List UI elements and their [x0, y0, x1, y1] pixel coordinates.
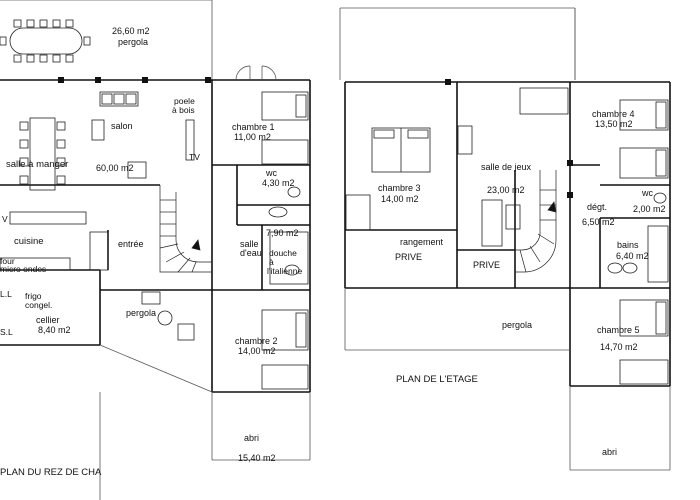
- upper-markers: [445, 79, 573, 198]
- sde-area: 7,90 m2: [266, 228, 299, 238]
- upper-walls: [344, 81, 671, 387]
- top-windows: [58, 77, 211, 83]
- ground-stair: [159, 185, 212, 273]
- top-pergola: [0, 0, 213, 80]
- chambre3-beds: [345, 127, 431, 231]
- upper-wc-label: wc: [642, 188, 653, 198]
- douche-label-3: l'italienne: [267, 266, 303, 276]
- poele-label-1: poele: [174, 96, 195, 106]
- salle-de-jeux-area: 23,00 m2: [487, 185, 525, 195]
- upper-floor-title: PLAN DE L'ETAGE: [396, 374, 478, 385]
- v-label: V: [2, 214, 8, 224]
- congel-label: congel.: [25, 300, 53, 310]
- bains-label: bains: [617, 240, 639, 250]
- chambre1-window-arc: [235, 65, 277, 81]
- salle-deau-label-1: salle: [240, 239, 259, 249]
- bath-fixtures: [268, 186, 309, 285]
- chambre3-area: 14,00 m2: [381, 194, 419, 204]
- salon-furniture: [91, 91, 195, 179]
- pergola-mid-label: pergola: [126, 308, 157, 318]
- bains-area: 6,40 m2: [616, 251, 649, 261]
- tv-label: TV: [189, 152, 200, 162]
- dining-table: [19, 117, 66, 191]
- upper-roof-outline: [339, 7, 576, 80]
- pergola-top-area: 26,60 m2: [112, 26, 150, 36]
- outdoor-table: [0, 19, 91, 63]
- upper-bath-fixtures: [607, 192, 669, 283]
- salle-a-manger-label: salle à manger: [6, 159, 69, 170]
- cuisine-label: cuisine: [14, 236, 44, 247]
- douche-label-2: à: [269, 257, 274, 267]
- kitchen-counter: [0, 211, 109, 271]
- salle-de-jeux-label: salle de jeux: [481, 162, 532, 172]
- cellier-label: cellier: [36, 315, 60, 325]
- abri-area: 15,40 m2: [238, 453, 276, 463]
- ground-abri: [99, 392, 311, 500]
- entree-label: entrée: [118, 239, 144, 249]
- wc-label: wc: [266, 168, 277, 178]
- poele-label-2: à bois: [172, 105, 195, 115]
- chambre1-area: 11,00 m2: [234, 132, 271, 142]
- chambre5-furniture: [619, 299, 669, 385]
- middle-pergola: [99, 291, 213, 393]
- prive-mid-label: PRIVE: [473, 260, 501, 270]
- micro-ondes-label: micro ondes: [0, 264, 47, 274]
- ground-floor-plan: [0, 0, 311, 500]
- four-label: four: [0, 256, 15, 266]
- chambre5-area: 14,70 m2: [600, 342, 638, 352]
- ll-label: L.L: [0, 289, 12, 299]
- degt-area: 6,50 m2: [582, 217, 615, 227]
- sl-label: S.L: [0, 327, 13, 337]
- salle-deau-label-2: d'eau: [240, 248, 262, 258]
- frigo-label: frigo: [25, 291, 42, 301]
- rangement-label: rangement: [400, 237, 444, 247]
- chambre1-label: chambre 1: [232, 122, 275, 132]
- chambre4-area: 13,50 m2: [595, 119, 633, 129]
- chambre4-furniture: [619, 99, 669, 179]
- ground-floor-title: PLAN DU REZ DE CHA: [0, 467, 102, 478]
- cellier-area: 8,40 m2: [38, 325, 71, 335]
- douche-label-1: douche: [269, 248, 297, 258]
- upper-abri-label: abri: [602, 447, 618, 457]
- main-area-label: 60,00 m2: [96, 163, 134, 173]
- upper-floor-plan: [339, 7, 671, 471]
- upper-pergola-label: pergola: [502, 320, 533, 330]
- upper-balcony: [344, 288, 671, 471]
- chambre2-label: chambre 2: [235, 336, 278, 346]
- upper-wc-area: 2,00 m2: [633, 204, 666, 214]
- degt-label: dégt.: [587, 202, 608, 212]
- chambre3-label: chambre 3: [378, 183, 421, 193]
- prive-left-label: PRIVE: [395, 252, 423, 262]
- pergola-top-label: pergola: [118, 37, 149, 47]
- abri-label: abri: [244, 433, 260, 443]
- salon-label: salon: [111, 121, 133, 131]
- chambre5-label: chambre 5: [597, 325, 640, 335]
- upper-stair: [515, 170, 557, 273]
- chambre2-bed: [261, 309, 309, 390]
- games-room-furniture: [457, 87, 569, 247]
- chambre2-area: 14,00 m2: [238, 346, 276, 356]
- chambre4-label: chambre 4: [592, 109, 635, 119]
- wc-area: 4,30 m2: [262, 178, 295, 188]
- chambre1-bed: [261, 91, 309, 165]
